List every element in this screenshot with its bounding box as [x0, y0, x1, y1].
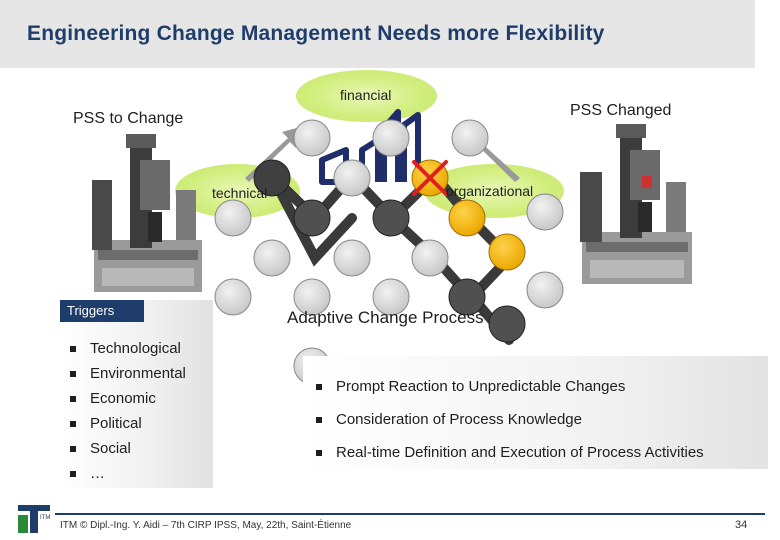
node	[293, 199, 331, 237]
adaptive-change-process-label: Adaptive Change Process	[287, 308, 484, 327]
node	[253, 159, 291, 197]
node	[526, 271, 564, 309]
page-number: 34	[735, 519, 748, 531]
list-item: Consideration of Process Knowledge	[316, 403, 704, 436]
bullet-icon	[316, 449, 322, 456]
active-node	[448, 199, 486, 237]
pss-changed-label: PSS Changed	[570, 102, 672, 119]
node	[372, 199, 410, 237]
benefits-list: Prompt Reaction to Unpredictable Changes…	[316, 370, 704, 469]
bullet-icon	[70, 395, 76, 402]
financial-label: financial	[340, 87, 392, 103]
pss-to-change-label: PSS to Change	[73, 110, 184, 127]
list-item: …	[70, 461, 186, 486]
triggers-list: Technological Environmental Economic Pol…	[70, 336, 186, 486]
technical-label: technical	[212, 185, 268, 201]
machine-left-image	[92, 134, 202, 292]
cross-icon	[412, 160, 448, 196]
benefits-panel	[303, 356, 768, 469]
node	[488, 305, 526, 343]
list-item: Environmental	[70, 361, 186, 386]
node	[214, 278, 252, 316]
list-item: Real-time Definition and Execution of Pr…	[316, 436, 704, 469]
machine-right-image	[580, 124, 692, 284]
svg-text:ITM: ITM	[40, 515, 50, 521]
organizational-label: organizational	[446, 183, 534, 199]
node	[372, 278, 410, 316]
node	[451, 119, 489, 157]
itm-logo: ITM	[14, 499, 54, 537]
node	[526, 193, 564, 231]
bullet-icon	[70, 345, 76, 352]
node	[293, 119, 331, 157]
bullet-icon	[70, 420, 76, 427]
triggers-header: Triggers	[60, 300, 144, 322]
bullet-icon	[316, 416, 322, 423]
financial-ellipse	[296, 70, 437, 122]
node	[214, 199, 252, 237]
bullet-icon	[70, 370, 76, 377]
slide-title: Engineering Change Management Needs more…	[27, 22, 605, 45]
title-bar	[0, 0, 755, 68]
node	[372, 119, 410, 157]
node	[293, 278, 331, 316]
footer-citation: ITM © Dipl.-Ing. Y. Aidi – 7th CIRP IPSS…	[60, 520, 352, 531]
node	[333, 239, 371, 277]
list-item: Social	[70, 436, 186, 461]
node	[253, 239, 291, 277]
footer-divider	[55, 513, 765, 515]
list-item: Prompt Reaction to Unpredictable Changes	[316, 370, 704, 403]
bullet-icon	[70, 445, 76, 452]
bullet-icon	[70, 470, 76, 477]
node	[411, 239, 449, 277]
list-item: Technological	[70, 336, 186, 361]
active-node	[488, 233, 526, 271]
node	[333, 159, 371, 197]
list-item: Economic	[70, 386, 186, 411]
triggers-panel	[60, 300, 213, 488]
bullet-icon	[316, 383, 322, 390]
node	[448, 278, 486, 316]
list-item: Political	[70, 411, 186, 436]
